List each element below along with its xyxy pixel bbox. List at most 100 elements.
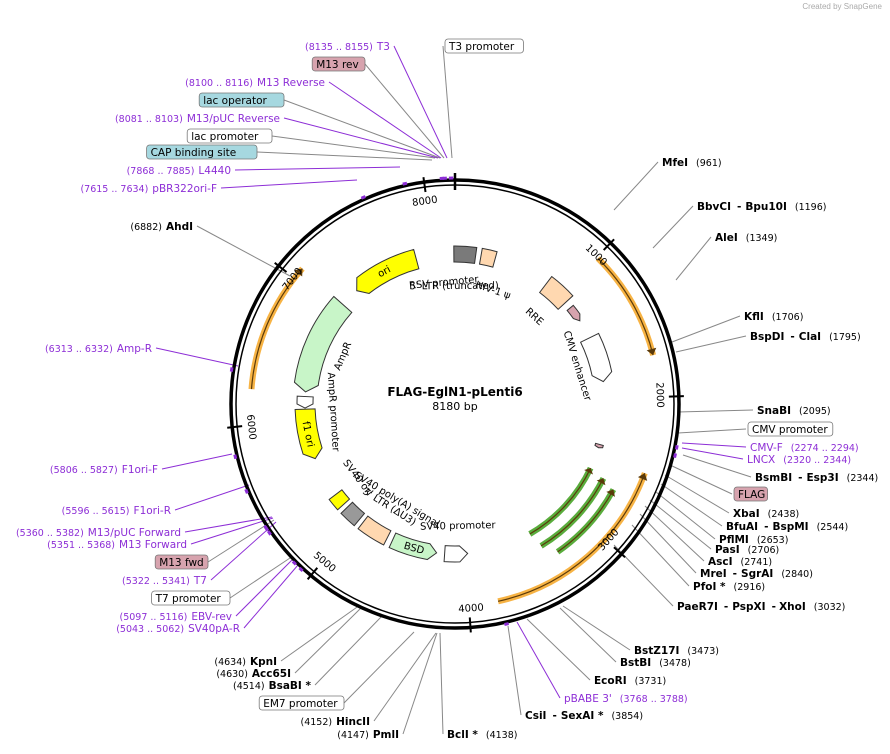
site-name-alt: PspXI (732, 601, 765, 613)
feature-cmv-enhancer[interactable] (579, 332, 613, 383)
feature-box-label: CAP binding site (151, 147, 237, 159)
site-m13-puc-forward[interactable]: (5360 .. 5382)M13/pUC Forward (16, 527, 181, 539)
site-lac-operator[interactable]: lac operator (198, 92, 285, 108)
feature-box (198, 92, 285, 108)
site-label: MfeI(961) (662, 157, 722, 169)
feature-sv40-poly-a-signal[interactable] (340, 501, 366, 527)
feature-gp41-peptide[interactable] (566, 304, 581, 322)
site-t7[interactable]: (5322 .. 5341)T7 (122, 575, 207, 587)
site-t7-promoter[interactable]: T7 promoter (151, 590, 231, 606)
feature-ori[interactable] (356, 248, 420, 294)
site-flag[interactable]: FLAG (733, 486, 768, 502)
site-name-alt: ClaI (799, 331, 821, 343)
site-name: CsiI (525, 710, 546, 722)
site-ecori[interactable]: EcoRI(3731) (594, 675, 666, 687)
site-ahdi[interactable]: (6882)AhdI (130, 221, 193, 233)
site-t3-promoter[interactable]: T3 promoter (444, 38, 524, 54)
site-bcli[interactable]: BclI *(4138) (447, 729, 517, 741)
site-name: BsaBI * (269, 680, 312, 692)
site-csii[interactable]: CsiI-SexAI *(3854) (525, 710, 643, 722)
site-mfei[interactable]: MfeI(961) (662, 157, 722, 169)
site-position: (4152) (301, 717, 333, 728)
site-name: MreI (700, 568, 727, 580)
site-amp-r[interactable]: (6313 .. 6332)Amp-R (45, 343, 152, 355)
feature-flag[interactable] (594, 442, 604, 449)
site-leader-line (655, 491, 716, 540)
feature-ampr[interactable] (293, 295, 353, 393)
site-name: PaeR7I (677, 601, 718, 613)
site-alei[interactable]: AleI(1349) (715, 232, 777, 244)
site-lac-promoter[interactable]: lac promoter (186, 128, 273, 144)
feature-sv40-ori[interactable] (328, 489, 351, 511)
site-mrei[interactable]: MreI-SgrAI(2840) (700, 568, 813, 580)
primer-mark (673, 453, 677, 458)
site-asci[interactable]: AscI(2741) (708, 556, 772, 568)
feature-ampr-promoter[interactable] (296, 395, 314, 409)
site-f1ori-f[interactable]: (5806 .. 5827)F1ori-F (50, 464, 158, 476)
site-acc65i[interactable]: (4630)Acc65I (216, 668, 291, 680)
annotation-arc-halo (539, 477, 607, 549)
site-bsmbi[interactable]: BsmBI-Esp3I(2344) (755, 472, 878, 484)
site-name: BspDI (750, 331, 784, 343)
site-label: AleI(1349) (715, 232, 777, 244)
feature-rre[interactable] (538, 275, 574, 311)
site-pflmi[interactable]: PflMI(2653) (719, 534, 788, 546)
site-lncx[interactable]: LNCX(2320 .. 2344) (747, 454, 851, 466)
site-bbvci[interactable]: BbvCI-Bpu10I(1196) (697, 201, 826, 213)
ruler-tick (422, 177, 427, 193)
site-t3[interactable]: (8135 .. 8155)T3 (305, 41, 390, 53)
site-bspdi[interactable]: BspDI-ClaI(1795) (750, 331, 861, 343)
feature-3-ltr-u3[interactable] (357, 515, 392, 546)
site-leader-line (516, 621, 561, 699)
site-em7-promoter[interactable]: EM7 promoter (258, 695, 345, 711)
site-name-alt: SgrAI (741, 568, 773, 580)
site-pbr322ori-f[interactable]: (7615 .. 7634)pBR322ori-F (80, 183, 217, 195)
site-hincii[interactable]: (4152)HincII (301, 716, 371, 728)
site-m13-reverse[interactable]: (8100 .. 8116)M13 Reverse (185, 77, 325, 89)
ruler-tick (468, 617, 472, 633)
site-bsabi[interactable]: (4514)BsaBI * (233, 680, 311, 692)
site-m13-puc-reverse[interactable]: (8081 .. 8103)M13/pUC Reverse (115, 113, 280, 125)
site-f1ori-r[interactable]: (5596 .. 5615)F1ori-R (62, 505, 171, 517)
site-cmv-f[interactable]: CMV-F(2274 .. 2294) (750, 442, 859, 454)
site-kfli[interactable]: KflI(1706) (744, 311, 803, 323)
feature-5-ltr-truncated[interactable] (453, 245, 478, 264)
site-xbai[interactable]: XbaI(2438) (733, 508, 799, 520)
site-leader-line (562, 605, 631, 651)
site-m13-forward[interactable]: (5351 .. 5368)M13 Forward (47, 539, 187, 551)
site-ebv-rev[interactable]: (5097 .. 5116)EBV-rev (120, 611, 233, 623)
primer-mark (291, 560, 297, 566)
site-pasi[interactable]: PasI(2706) (715, 544, 779, 556)
site-kpni[interactable]: (4634)KpnI (214, 656, 277, 668)
annotation-arc (529, 467, 592, 535)
feature-sv40-promoter[interactable] (443, 545, 469, 563)
site-label: PfoI *(2916) (693, 581, 765, 593)
site-cmv-promoter[interactable]: CMV promoter (747, 421, 834, 437)
site-pbabe-3[interactable]: pBABE 3'(3768 .. 3788) (564, 693, 688, 705)
site-name: SnaBI (757, 405, 791, 417)
site-m13-fwd[interactable]: M13 fwd (154, 554, 209, 570)
feature-f1-ori[interactable] (294, 408, 323, 460)
site-name: AleI (715, 232, 738, 244)
site-position: (5322 .. 5341) (122, 576, 190, 587)
feature-label-ampr: AmpR (332, 340, 354, 372)
site-m13-rev[interactable]: M13 rev (311, 56, 366, 72)
site-label: pBABE 3'(3768 .. 3788) (564, 693, 688, 705)
site-name: T3 (376, 41, 390, 53)
site-snabi[interactable]: SnaBI(2095) (757, 405, 831, 417)
feature-bsd[interactable] (388, 532, 438, 561)
site-l4440[interactable]: (7868 .. 7885)L4440 (127, 165, 231, 177)
site-paer7i[interactable]: PaeR7I-PspXI-XhoI(3032) (677, 601, 845, 613)
site-bstbi[interactable]: BstBI(3478) (620, 657, 691, 669)
feature-hiv-1[interactable] (478, 247, 498, 268)
site-bstz17i[interactable]: BstZ17I(3473) (634, 645, 719, 657)
site-pfoi[interactable]: PfoI *(2916) (693, 581, 765, 593)
site-cap-binding-site[interactable]: CAP binding site (146, 144, 258, 160)
site-bfuai[interactable]: BfuAI-BspMI(2544) (726, 521, 848, 533)
site-name: KpnI (250, 656, 277, 668)
feature-box-label: T3 promoter (448, 41, 515, 53)
site-sv40pa-r[interactable]: (5043 .. 5062)SV40pA-R (116, 623, 240, 635)
site-pmli[interactable]: (4147)PmlI (337, 729, 399, 741)
site-leader-line (644, 505, 705, 562)
annotation-arc-head (606, 489, 615, 497)
